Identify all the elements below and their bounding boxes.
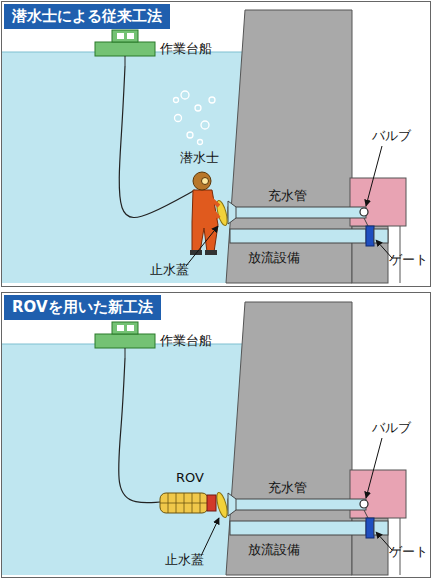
valve-house: [350, 178, 406, 226]
boat-hoist: [125, 56, 126, 66]
discharge-outlet: [374, 229, 388, 243]
part-label: 作業台船: [160, 333, 212, 349]
stop-water-lid: [215, 491, 229, 518]
panel: ROVを用いた新工法: [1, 292, 431, 578]
boat-window: [127, 325, 134, 331]
part-label: 放流設備: [248, 542, 300, 558]
rov-head: [207, 495, 216, 511]
bubble: [175, 115, 182, 122]
diver-boot: [205, 250, 217, 255]
pipe-intake: [228, 201, 236, 224]
part-label: ゲート: [389, 544, 428, 560]
air-hose: [119, 66, 195, 218]
part-label: バルブ: [372, 128, 411, 144]
part-label: 放流設備: [248, 250, 300, 266]
boat-hoist: [125, 348, 126, 358]
work-boat: [95, 334, 155, 348]
panel-illustration: [2, 10, 406, 283]
work-boat: [95, 42, 155, 56]
bubble: [174, 98, 179, 103]
part-label: 充水管: [268, 188, 307, 204]
panel: 潜水士による従来工法: [1, 1, 431, 287]
rov-body: [160, 493, 208, 513]
leader-line: [186, 226, 218, 266]
leader-line: [366, 146, 382, 206]
leader-line: [201, 518, 219, 556]
part-label: 潜水士: [180, 150, 219, 166]
leader-line: [366, 438, 382, 498]
part-label: 止水蓋: [150, 262, 189, 278]
helmet-window: [202, 178, 209, 185]
valve-symbol: [360, 500, 368, 508]
discharge-channel: [230, 521, 366, 535]
part-label: 充水管: [268, 480, 307, 496]
diver-arms: [210, 198, 219, 218]
bubble: [209, 97, 215, 103]
filling-pipe: [228, 207, 366, 218]
boat-window: [117, 33, 124, 39]
part-label: ゲート: [389, 252, 428, 268]
boat-cabin: [112, 322, 138, 334]
pipe-intake: [228, 493, 236, 516]
valve-house: [350, 470, 406, 518]
valve-symbol: [360, 208, 368, 216]
boat-window: [117, 325, 124, 331]
part-label: 止水蓋: [165, 552, 204, 568]
panel-heading: 潜水士による従来工法: [4, 4, 170, 29]
panel-illustration: [2, 302, 406, 575]
panel-heading: ROVを用いた新工法: [4, 295, 161, 320]
bubble: [201, 121, 209, 129]
gate: [366, 518, 374, 538]
rov-frame: [160, 503, 208, 504]
part-label: バルブ: [372, 420, 411, 436]
gate: [366, 226, 374, 246]
bubble: [195, 105, 201, 111]
bubble: [198, 140, 203, 145]
boat-cabin: [112, 30, 138, 42]
filling-pipe: [228, 499, 366, 510]
rov-tether: [119, 358, 160, 503]
part-label: ROV: [176, 470, 204, 486]
part-label: 作業台船: [160, 41, 212, 57]
discharge-outlet: [374, 521, 388, 535]
diver-helmet: [193, 172, 211, 190]
boat-window: [127, 33, 134, 39]
discharge-channel: [230, 229, 366, 243]
bubble: [181, 91, 189, 99]
bubble: [187, 132, 193, 138]
